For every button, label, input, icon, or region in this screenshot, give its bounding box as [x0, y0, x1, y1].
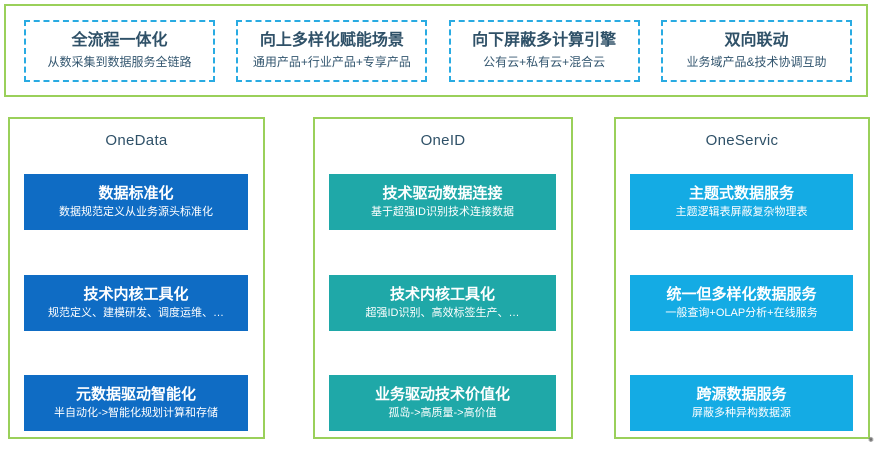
box-title: 跨源数据服务 — [696, 386, 787, 403]
oneid-box-tooling: 技术内核工具化 超强ID识别、高效标签生产、… — [329, 275, 556, 331]
box-title: 数据标准化 — [98, 185, 174, 202]
oneservice-box-thematic-service: 主题式数据服务 主题逻辑表屏蔽复杂物理表 — [630, 174, 853, 230]
pillar-onedata-header: OneData — [105, 132, 168, 149]
box-title: 技术内核工具化 — [83, 286, 189, 303]
stray-pixel-mark: ✺ — [868, 437, 874, 444]
capability-box-upward-scenarios: 向上多样化赋能场景 通用产品+行业产品+专享产品 — [236, 19, 428, 82]
capability-subtitle: 公有云+私有云+混合云 — [483, 55, 606, 69]
capability-title: 向上多样化赋能场景 — [259, 32, 404, 49]
box-subtitle: 数据规范定义从业务源头标准化 — [59, 206, 213, 218]
onedata-box-tooling: 技术内核工具化 规范定义、建模研发、调度运维、… — [24, 275, 248, 331]
capability-title: 向下屏蔽多计算引擎 — [472, 32, 617, 49]
box-subtitle: 半自动化->智能化规划计算和存储 — [53, 407, 219, 419]
box-title: 业务驱动技术价值化 — [374, 386, 510, 403]
box-subtitle: 屏蔽多种异构数据源 — [692, 407, 791, 419]
oneservice-box-cross-source-service: 跨源数据服务 屏蔽多种异构数据源 — [630, 375, 853, 431]
oneid-box-data-connection: 技术驱动数据连接 基于超强ID识别技术连接数据 — [329, 174, 556, 230]
box-title: 统一但多样化数据服务 — [666, 286, 817, 303]
capability-subtitle: 通用产品+行业产品+专享产品 — [252, 55, 411, 69]
oneservice-box-unified-diverse-service: 统一但多样化数据服务 一般查询+OLAP分析+在线服务 — [630, 275, 853, 331]
box-subtitle: 主题逻辑表屏蔽复杂物理表 — [675, 206, 808, 218]
box-subtitle: 规范定义、建模研发、调度运维、… — [48, 307, 224, 319]
pillar-oneid: OneID 技术驱动数据连接 基于超强ID识别技术连接数据 技术内核工具化 超强… — [313, 117, 573, 439]
pillar-oneid-header: OneID — [420, 132, 466, 149]
pillar-oneservice-header: OneServic — [705, 132, 779, 149]
box-subtitle: 基于超强ID识别技术连接数据 — [371, 206, 514, 218]
box-subtitle: 孤岛->高质量->高价值 — [388, 407, 497, 419]
box-title: 技术内核工具化 — [389, 286, 495, 303]
onedata-box-standardization: 数据标准化 数据规范定义从业务源头标准化 — [24, 174, 248, 230]
box-title: 技术驱动数据连接 — [382, 185, 503, 202]
pillar-onedata: OneData 数据标准化 数据规范定义从业务源头标准化 技术内核工具化 规范定… — [8, 117, 265, 439]
capability-subtitle: 从数采集到数据服务全链路 — [47, 55, 192, 69]
box-title: 主题式数据服务 — [688, 185, 794, 202]
capability-box-full-process: 全流程一体化 从数采集到数据服务全链路 — [24, 19, 215, 82]
capability-title: 全流程一体化 — [71, 32, 168, 49]
box-subtitle: 一般查询+OLAP分析+在线服务 — [665, 307, 818, 319]
box-title: 元数据驱动智能化 — [75, 386, 196, 403]
pillar-oneservice: OneServic 主题式数据服务 主题逻辑表屏蔽复杂物理表 统一但多样化数据服… — [614, 117, 870, 439]
oneid-box-business-value: 业务驱动技术价值化 孤岛->高质量->高价值 — [329, 375, 556, 431]
capability-banner: 全流程一体化 从数采集到数据服务全链路 向上多样化赋能场景 通用产品+行业产品+… — [4, 4, 868, 97]
capability-box-downward-engines: 向下屏蔽多计算引擎 公有云+私有云+混合云 — [448, 19, 640, 82]
onedata-box-metadata-intelligence: 元数据驱动智能化 半自动化->智能化规划计算和存储 — [24, 375, 248, 431]
capability-subtitle: 业务域产品&技术协调互助 — [686, 55, 827, 69]
box-subtitle: 超强ID识别、高效标签生产、… — [365, 307, 520, 319]
capability-title: 双向联动 — [724, 32, 789, 49]
capability-box-bidirectional-linkage: 双向联动 业务域产品&技术协调互助 — [660, 19, 852, 82]
